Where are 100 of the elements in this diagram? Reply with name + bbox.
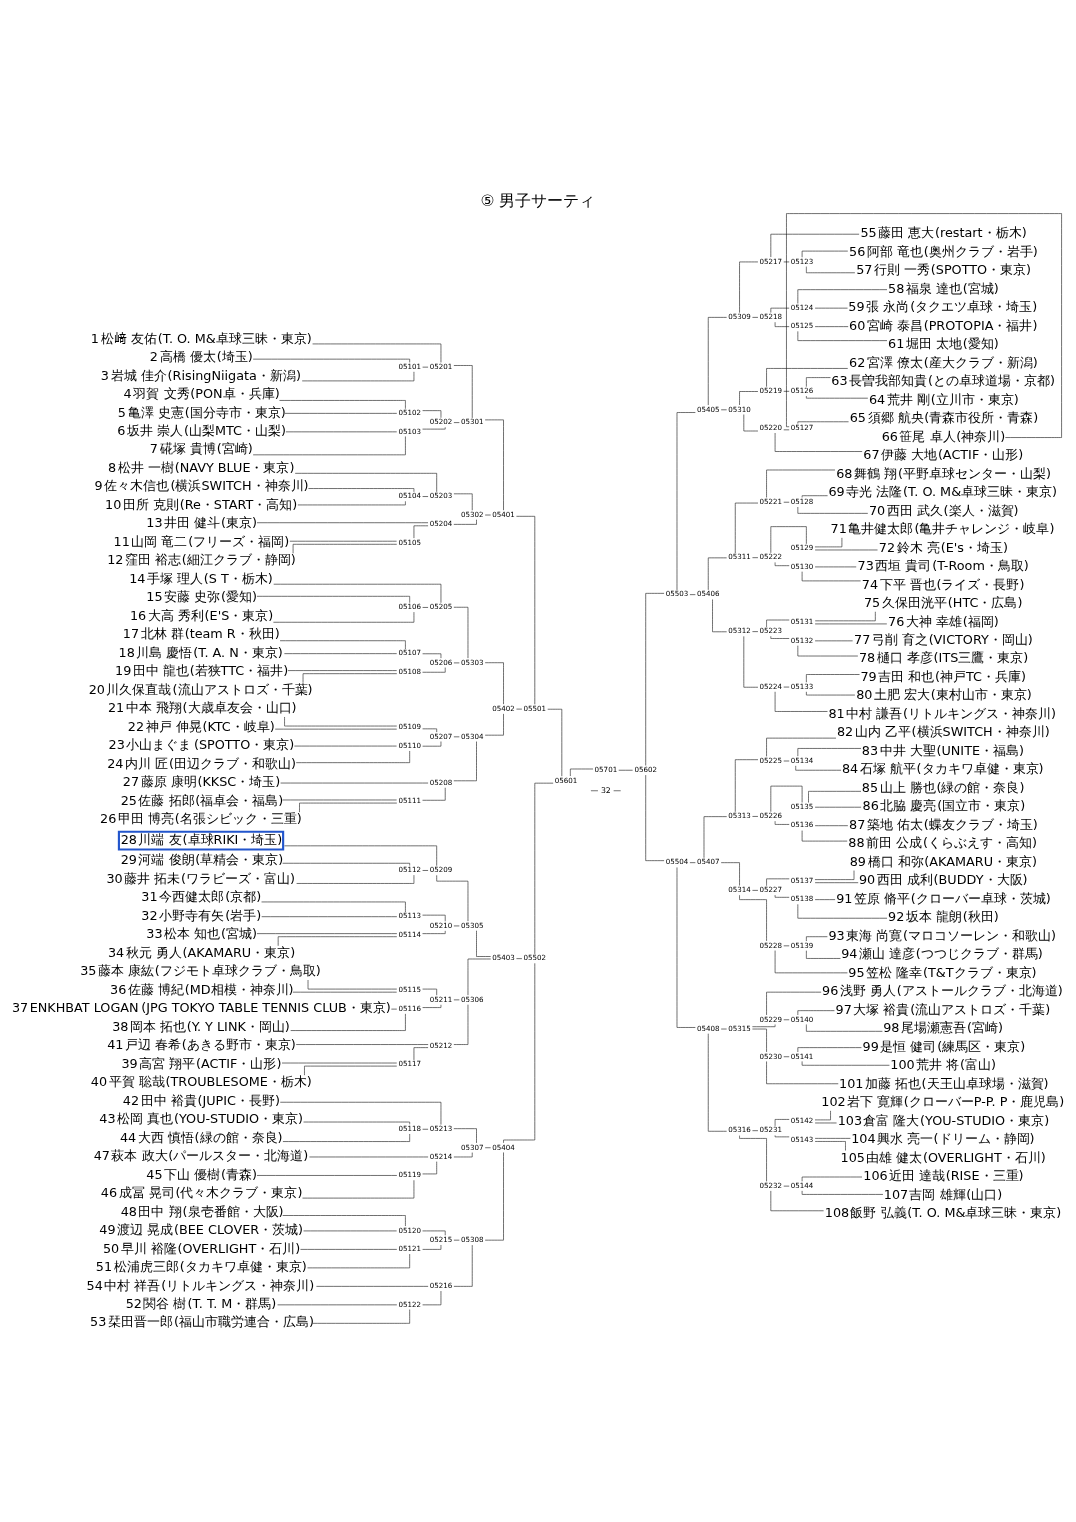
node-text: 05116 [398, 1003, 421, 1013]
node-text: 05140 [790, 1014, 814, 1024]
node-text: 70西田 武久(楽人・滋賀) [868, 502, 1019, 518]
node-text: 6坂井 崇人(山梨MTC・山梨) [117, 422, 286, 438]
node-text: 82 山内 乙平(横浜SWITCH・神奈川) [836, 724, 1050, 740]
node-text: 05214 [429, 1151, 453, 1161]
node-text: 05118 [398, 1124, 421, 1134]
node-text: 96浅野 勇人(アストールクラブ・北海道) [822, 983, 1063, 999]
node-text: 102岩下 寛輝(クローバーP-P. P・鹿児島) [821, 1094, 1065, 1110]
node-text: 104興水 亮一(ドリーム・静岡) [851, 1131, 1035, 1147]
node-text: 100荒井 将(富山) [890, 1057, 996, 1073]
node-text: 44 大西 慎悟(緑の館・奈良) [119, 1129, 283, 1145]
node-text: 69寺光 法隆(T. O. M&卓球三昧・東京) [828, 484, 1058, 500]
node-text: 108飯野 弘義(T. O. M&卓球三昧・東京) [824, 1204, 1062, 1220]
node-text: 05307 [460, 1142, 484, 1152]
node-text: 05141 [790, 1051, 814, 1061]
node-text: 41 戸辺 春希(あきる野市・東京) [107, 1037, 296, 1053]
node-text: 40平賀 聡哉(TROUBLESOME・栃木) [90, 1074, 312, 1090]
node-text: 103倉富 隆大(YOU-STUDIO・東京) [837, 1112, 1050, 1128]
node-text: 38 岡本 拓也(Y. Y LINK・岡山) [112, 1018, 290, 1034]
node-text: 05207 [429, 731, 453, 741]
node-text: 05314 [728, 885, 751, 895]
node-text: 05131 [790, 617, 814, 627]
node-text: 34秋元 勇人(AKAMARU・東京) [107, 944, 296, 960]
node-text: 05137 [790, 875, 814, 885]
connector [770, 307, 790, 313]
node-text: 62 宮澤 僚太(産大クラブ・新潟) [849, 354, 1038, 370]
connector [770, 233, 860, 258]
node-text: 05212 [429, 1040, 453, 1050]
node-text: 23小山まぐま (SPOTTO・東京) [108, 737, 295, 753]
node-text: 33松本 知也(宮城) [146, 926, 257, 942]
node-text: 05224 [759, 681, 783, 691]
node-text: 48 田中 翔(泉壱番館・大阪) [120, 1203, 284, 1219]
node-text: 05120 [398, 1225, 421, 1235]
node-text: 24 内川 匠(田辺クラブ・和歌山) [107, 755, 297, 771]
node-text: 05101 [398, 361, 421, 371]
node-text: 86北脇 慶亮(国立市・東京) [862, 798, 1026, 814]
node-text: 05408 [696, 1023, 720, 1033]
node-text: 05304 [460, 731, 484, 741]
node-text: 56阿部 竜也(奥州クラブ・岩手) [849, 243, 1038, 259]
node-text: 46成冨 晃司(代々木クラブ・東京) [100, 1185, 303, 1201]
node-text: 42 田中 裕貴(JUPIC・長野) [122, 1092, 280, 1108]
node-text: 05226 [759, 811, 783, 821]
node-text: 05301 [460, 417, 484, 427]
node-text: 05111 [398, 796, 421, 806]
node-text: 05407 [696, 857, 720, 867]
node-text: 81中村 謙吾(リトルキングス・神奈川) [828, 705, 1057, 721]
node-text: 05402 [492, 703, 515, 713]
node-text: 18 川島 慶悟(T. A. N・東京) [118, 644, 283, 660]
node-text: 2 高橋 優太(埼玉) [149, 349, 253, 365]
node-text: 16 大高 秀利(E'S・東京) [129, 607, 274, 623]
node-text: 05405 [696, 404, 720, 414]
node-text: 72 鈴木 亮(E's・埼玉) [878, 539, 1008, 555]
node-text: 05502 [523, 953, 547, 963]
node-text: 50早川 裕隆(OVERLIGHT・石川) [102, 1240, 301, 1256]
node-text: 92 坂本 龍朗(秋田) [888, 909, 999, 925]
node-text: 79吉田 和也(神戸TC・兵庫) [860, 668, 1027, 684]
node-text: 58福泉 達也(宮城) [888, 280, 999, 296]
node-text: 05106 [398, 602, 421, 612]
node-text: 05313 [728, 811, 751, 821]
node-text: 94瀬山 達彦(つつじクラブ・群馬) [841, 946, 1043, 962]
node-text: 15安藤 史弥(愛知) [146, 589, 257, 605]
node-text: 05310 [728, 404, 751, 414]
node-text: 05209 [429, 865, 453, 875]
node-text: 93東海 尚寛(マロコソーレン・和歌山) [828, 927, 1057, 943]
node-text: 55藤田 恵大(restart・栃木) [860, 225, 1027, 241]
node-text: 05305 [460, 920, 484, 930]
node-text: 05127 [790, 423, 814, 433]
node-text: 05129 [790, 543, 814, 553]
node-text: 54中村 祥吾(リトルキングス・神奈川) [86, 1277, 315, 1293]
node-text: 53栞田晋一郎(福山市職労連合・広島) [90, 1314, 314, 1330]
node-text: 36佐藤 博紀(MD相模・神奈川) [110, 981, 294, 997]
node-text: 19 田中 龍也(若狭TTC・福井) [115, 663, 289, 679]
node-text: 43松岡 真也(YOU-STUDIO・東京) [99, 1111, 304, 1127]
node-text: 27 藤原 康明(KKSC・埼玉) [122, 774, 281, 790]
node-text: 05202 [429, 417, 453, 427]
node-text: 05113 [398, 911, 421, 921]
node-text: 1 松﨑 友佑(T. O. M&卓球三昧・東京) [90, 330, 312, 346]
node-text: 05309 [728, 312, 751, 322]
node-text: 05136 [790, 820, 814, 830]
node-text: 05205 [429, 602, 453, 612]
node-text: 05403 [492, 953, 515, 963]
node-text: 17 北林 群(team R・秋田) [122, 626, 280, 642]
node-text: 95笠松 隆幸(T&Tクラブ・東京) [848, 964, 1037, 980]
connector [774, 321, 790, 327]
node-text: 05117 [398, 1059, 421, 1069]
node-text: 11 山岡 竜二(フリーズ・福岡) [113, 533, 290, 549]
node-text: 05133 [790, 681, 814, 691]
node-text: 05142 [790, 1116, 814, 1126]
node-text: 63長曽我部知貴(との卓球道場・京都) [831, 373, 1055, 389]
node-text: 05203 [429, 491, 453, 501]
node-text: 45下山 優樹(青森) [146, 1166, 257, 1182]
node-text: 05215 [429, 1234, 453, 1244]
node-text: 90西田 成利(BUDDY・大阪) [858, 872, 1028, 888]
node-text: 05601 [554, 775, 578, 785]
node-text: 47萩本 政大(パールスター・北海道) [93, 1148, 309, 1164]
node-text: 05125 [790, 321, 814, 331]
node-text: 05130 [790, 561, 814, 571]
node-text: 05204 [429, 519, 453, 529]
node-text: 05126 [790, 386, 814, 396]
